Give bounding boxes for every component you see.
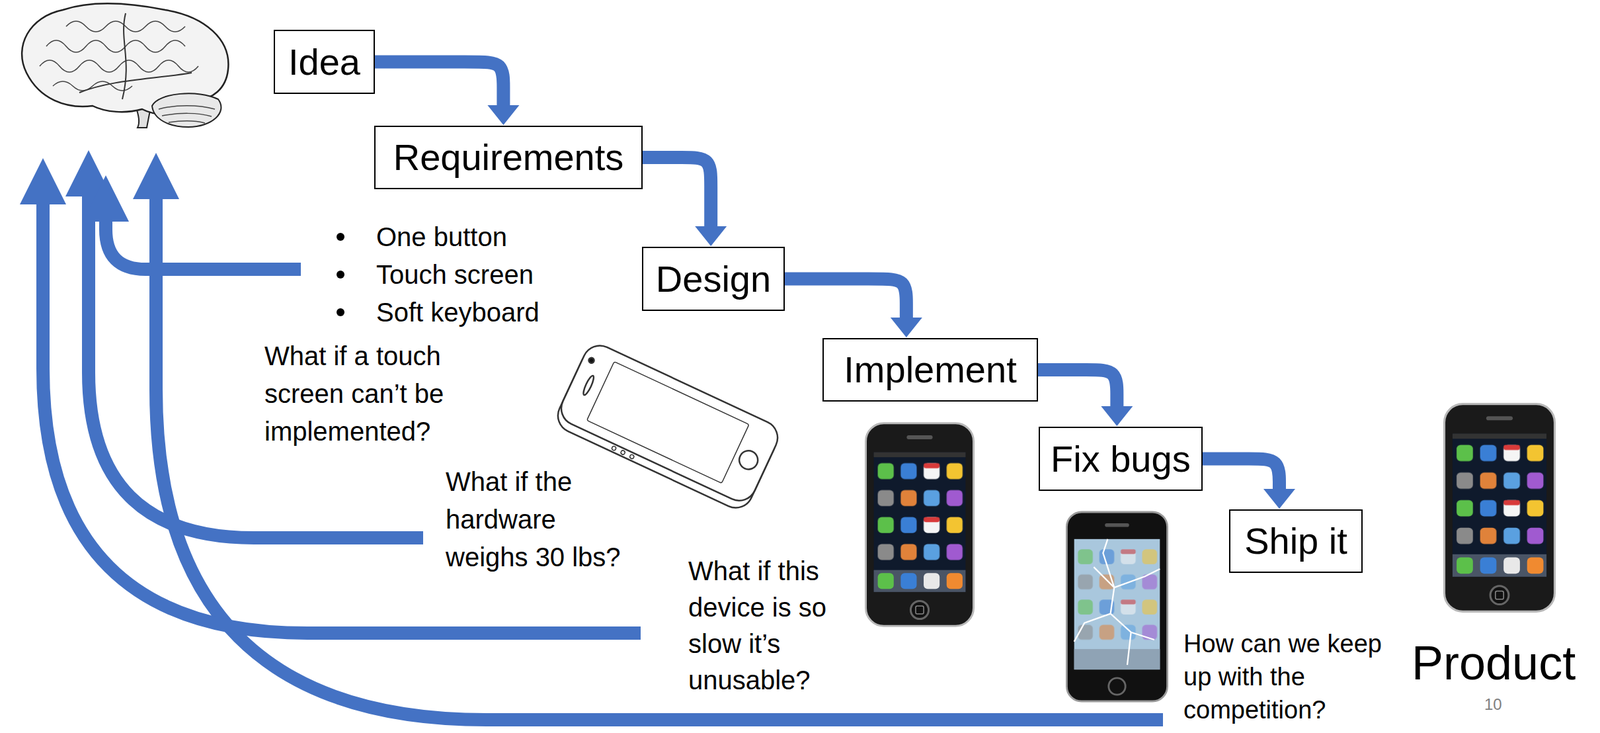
feedback-arrow <box>42 195 1163 720</box>
brain-illustration <box>152 93 221 127</box>
flow-arrow <box>1202 458 1296 510</box>
bullet-dot <box>336 232 345 241</box>
phone-sketch <box>611 445 617 451</box>
bullet-item: One button <box>376 218 508 256</box>
arrow-head <box>487 105 520 125</box>
question-note: What if a touch screen can’t be implemen… <box>264 337 483 451</box>
phone-sketch <box>736 447 761 473</box>
process-box: Requirements <box>374 125 643 190</box>
bullet-item: Soft keyboard <box>376 293 540 332</box>
flow-arrow <box>1038 369 1133 426</box>
flow-arrow-line <box>374 62 504 108</box>
feedback-arrowhead <box>19 158 67 205</box>
feedback-arrow <box>42 202 641 633</box>
bullet-dot <box>336 270 345 279</box>
page-number: 10 <box>1484 694 1503 715</box>
feedback-arrow <box>156 197 1163 720</box>
box-label: Idea <box>288 41 361 83</box>
phone-sketch <box>552 339 783 514</box>
process-box: Fix bugs <box>1038 426 1203 491</box>
flow-arrow-line <box>1202 458 1280 492</box>
brain-illustration <box>158 105 215 123</box>
flow-arrow <box>642 157 727 246</box>
bullet-item: Touch screen <box>376 255 534 294</box>
brain-illustration <box>39 60 199 73</box>
broken-phone-picture <box>1066 511 1167 701</box>
brain-illustration <box>66 21 186 32</box>
arrow-head <box>1100 405 1133 426</box>
arrow-head <box>890 317 923 338</box>
box-label: Design <box>655 258 771 300</box>
feedback-arrow <box>105 220 301 270</box>
process-box: Ship it <box>1229 509 1363 573</box>
box-label: Ship it <box>1244 520 1348 562</box>
phone-sketch <box>620 449 626 455</box>
phone-sketch <box>629 453 635 459</box>
flow-arrow-line <box>784 279 907 320</box>
brain-illustration <box>79 72 192 93</box>
question-note: What if this device is so slow it’s unus… <box>688 552 847 699</box>
product-label: Product <box>1411 636 1576 689</box>
process-box: Idea <box>273 29 375 94</box>
phone-picture <box>866 423 974 626</box>
feedback-arrowhead <box>132 152 180 200</box>
bullet-dot <box>336 232 345 317</box>
question-note: What if the hardware weighs 30 lbs? <box>445 462 635 576</box>
brain-illustration <box>122 13 127 100</box>
feedback-arrowhead <box>19 150 180 222</box>
feedback-arrowhead <box>82 175 129 222</box>
product-phone-picture <box>1444 403 1556 612</box>
brain-illustration <box>52 81 133 91</box>
flow-arrow <box>374 62 520 126</box>
box-label: Requirements <box>393 136 625 178</box>
bullet-dot <box>336 308 345 317</box>
flow-arrow <box>784 279 923 338</box>
brain-illustration <box>21 3 229 128</box>
flow-arrow-line <box>642 157 711 229</box>
flow-arrow-line <box>1038 369 1117 408</box>
box-label: Fix bugs <box>1050 438 1191 480</box>
brain-illustration <box>46 40 186 53</box>
phone-sketch <box>581 374 596 396</box>
question-note: How can we keep up with the competition? <box>1183 626 1399 726</box>
process-box: Design <box>641 246 785 311</box>
phone-sketch <box>587 361 750 484</box>
box-label: Implement <box>843 349 1017 391</box>
phone-sketch <box>587 356 596 364</box>
arrow-head <box>694 226 727 246</box>
phone-sketch <box>555 339 783 506</box>
process-box: Implement <box>822 337 1039 402</box>
arrow-head <box>1263 488 1296 509</box>
